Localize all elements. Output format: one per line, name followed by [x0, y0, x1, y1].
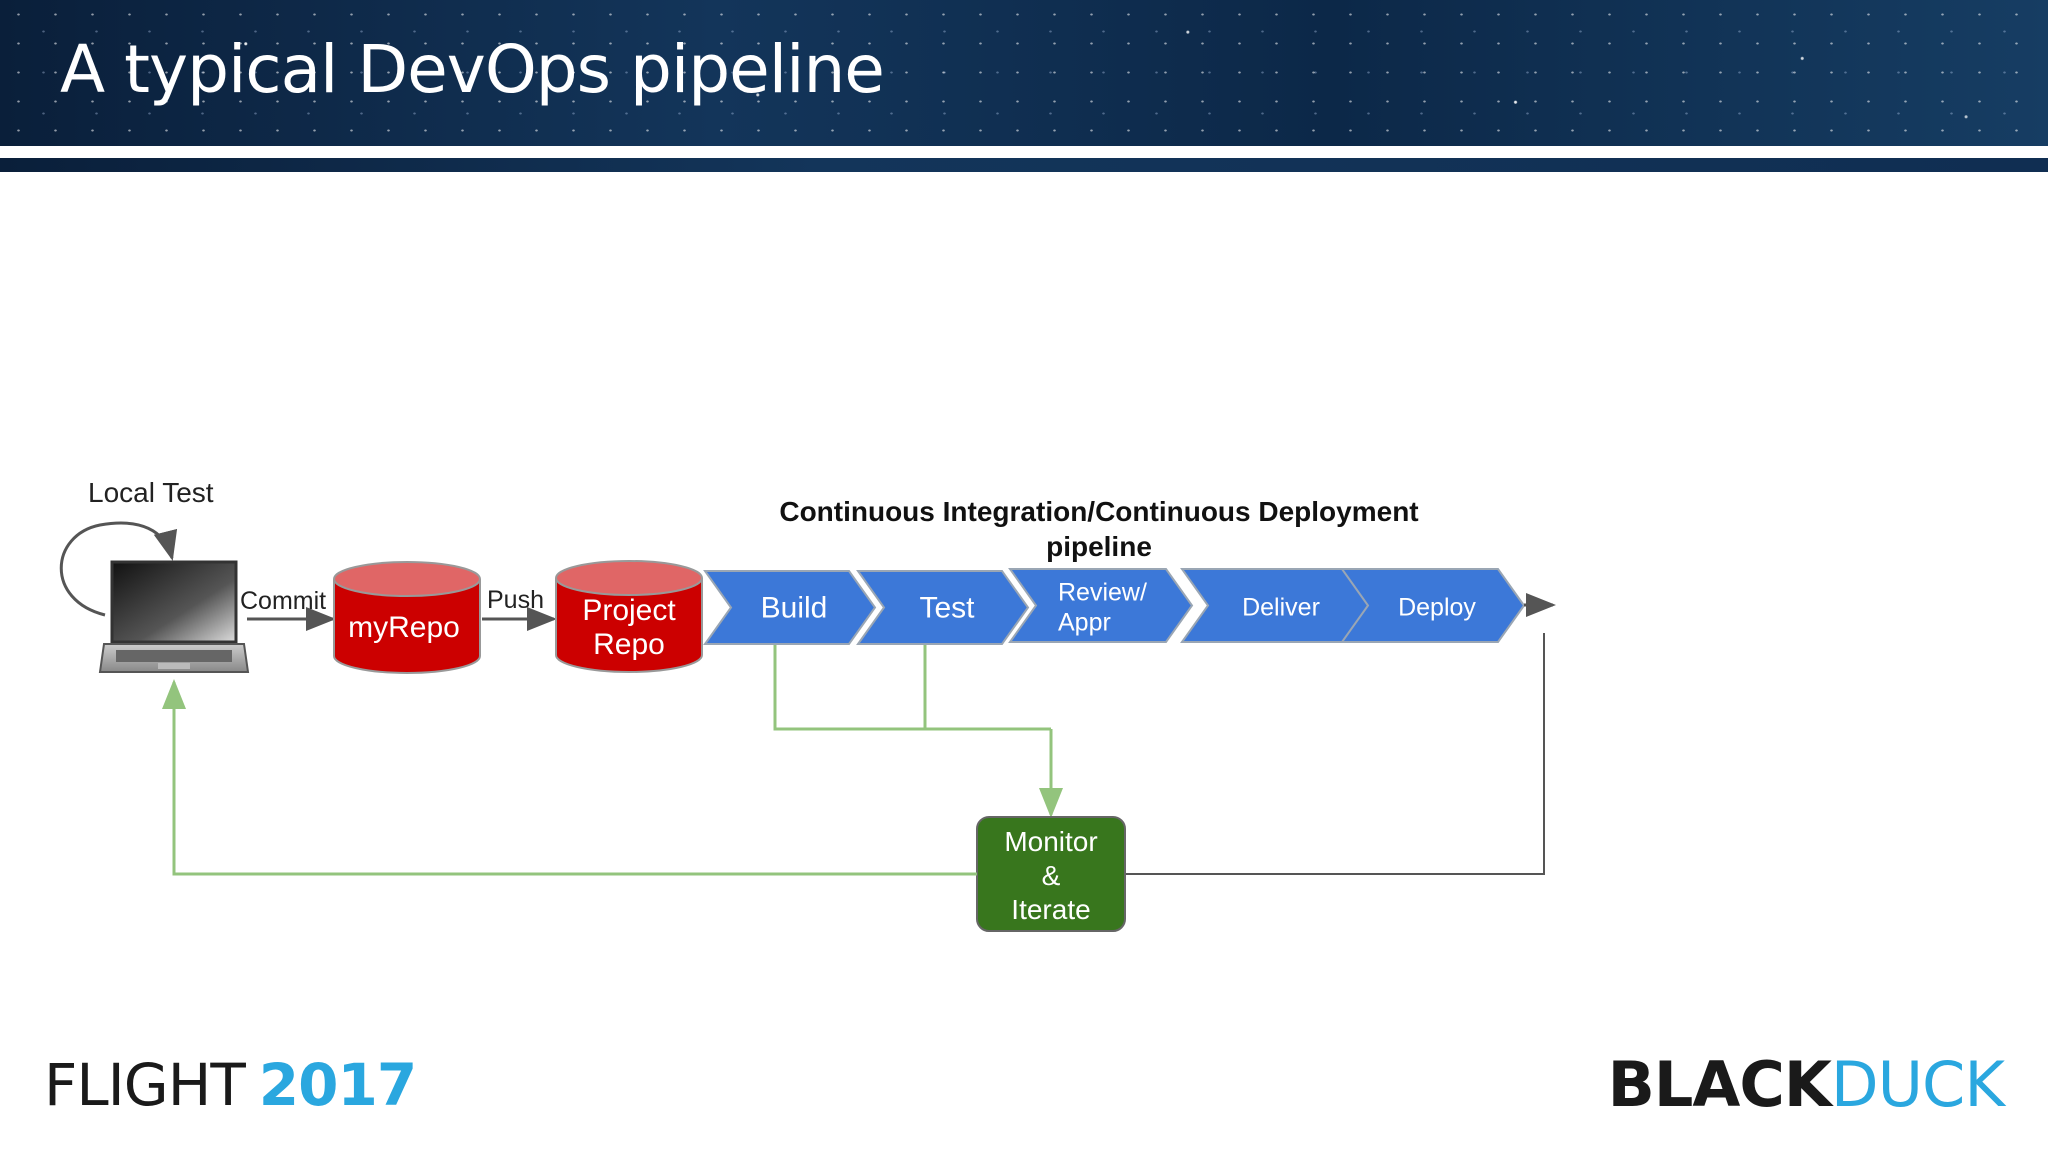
flight-year: 2017	[258, 1051, 417, 1119]
ci-cd-title-line1: Continuous Integration/Continuous Deploy…	[779, 496, 1418, 527]
brand-duck: DUCK	[1830, 1048, 2005, 1121]
local-test-loop-arrow	[59, 521, 178, 617]
header-banner: A typical DevOps pipeline	[0, 0, 2048, 146]
stage-label-0-0: Build	[761, 592, 828, 625]
stage-label-1-0: Test	[919, 592, 975, 625]
stage-chevron-2	[1008, 568, 1194, 643]
feedback-to-laptop-arrow	[162, 679, 977, 876]
commit-label: Commit	[240, 587, 326, 615]
brand-black: BLACK	[1607, 1048, 1832, 1121]
pipeline-stages: Build Test Review/Appr Deliver Deploy	[703, 568, 1526, 645]
build-to-monitor-line	[773, 645, 1051, 731]
project-repo-cylinder	[555, 560, 703, 673]
stage-label-4-0: Deploy	[1398, 594, 1476, 622]
stage-label-3-0: Deliver	[1242, 594, 1320, 622]
laptop-icon	[98, 560, 250, 673]
stage-label-2-1: Appr	[1058, 609, 1111, 637]
ci-cd-title-line2: pipeline	[1046, 531, 1152, 562]
stage-chevron-4	[1340, 568, 1526, 643]
monitor-label-line2: &	[1042, 860, 1061, 891]
project-repo-label-line1: Project	[582, 594, 676, 627]
flight-wordmark: FLIGHT	[44, 1051, 246, 1119]
stage-chevron-0	[703, 570, 877, 645]
local-test-label: Local Test	[88, 477, 214, 508]
monitor-label-line1: Monitor	[1004, 826, 1097, 857]
page-title: A typical DevOps pipeline	[60, 31, 885, 108]
project-repo-label-line2: Repo	[593, 628, 665, 661]
push-label: Push	[487, 586, 544, 614]
myrepo-cylinder	[333, 561, 481, 674]
header-divider	[0, 146, 2048, 158]
header-band	[0, 158, 2048, 172]
stage-label-2-0: Review/	[1058, 579, 1147, 607]
stage-chevron-1	[856, 570, 1030, 645]
deploy-return-line	[1125, 633, 1545, 875]
blackduck-logo: BLACKDUCK	[1607, 1048, 2005, 1121]
monitor-label-line3: Iterate	[1011, 894, 1090, 925]
starfield-background	[0, 0, 2048, 146]
myrepo-label: myRepo	[348, 611, 460, 644]
